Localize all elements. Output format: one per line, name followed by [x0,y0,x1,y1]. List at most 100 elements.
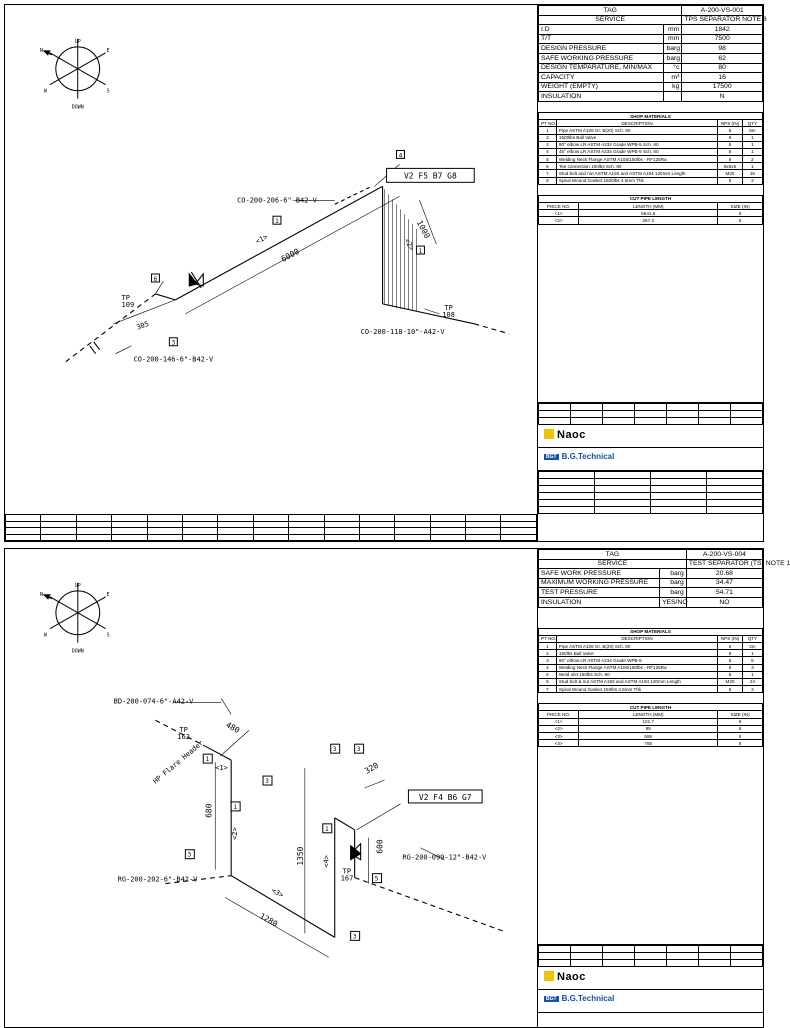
svg-text:3: 3 [333,746,337,753]
line-number-left: CO-200-146-6"-B42-V [134,356,214,364]
dim-main: 6000 [280,247,301,264]
isometric-svg-1: UP DOWN N E S W [40,38,510,364]
valve-tag-box [407,789,483,804]
pt-box-3-label: 3 [172,340,176,347]
line-number-left: RG-200-202-6"-B42-V [118,876,198,884]
pt-box-1a-label: 1 [275,218,279,225]
pt-box-5 [372,873,383,884]
svg-text:3: 3 [188,852,192,859]
pt-box-1 [202,753,213,764]
service-label: SERVICE [538,558,687,570]
cut-pipe-length-table-2: CUT PIPE LENGTH PIECE NO. LENGTH (MM) SI… [537,703,763,748]
dim-riser: 1000 [415,219,432,240]
pt-box-1 [230,801,241,812]
col-header: LENGTH (MM) [578,201,719,211]
line-number-top: BD-200-074-6"-A42-V [114,697,194,705]
test-point-left-no: 109 [122,301,135,309]
svg-text:3: 3 [357,746,361,753]
compass-e: E [107,48,110,54]
bg-logo-icon: BGT [544,996,559,1002]
leader-lines-2 [173,698,445,860]
naoc-logo: Naoc [544,429,586,441]
isometric-drawing-2: UP DOWN N E S W [5,549,537,1027]
valve-tag: V2 F4 B6 G7 [419,793,472,802]
col-header: PT NO. [538,119,557,128]
data-panel-1: TAG A-200-VS-001 SERVICE TPS SEPARATOR N… [537,5,767,541]
cut-pipe-title: CUT PIPE LENGTH [538,703,763,712]
shop-materials-title: SHOP MATERIALS [538,111,763,121]
pipe-run-2 [155,719,505,958]
compass-n: N [40,48,43,54]
col-header: SIZE (IN) [717,710,763,719]
tag-value: A-200-VS-004 [685,549,764,560]
pt-box-3 [330,743,341,754]
naoc-logo-icon [544,429,554,439]
test-point-right-no: 167 [341,875,354,883]
header-label: HP Flare Header [152,739,205,786]
naoc-logo-icon [544,971,554,981]
equipment-data-table-1: TAG A-200-VS-001 SERVICE TPS SEPARATOR N… [537,5,767,102]
compass-n: N [40,592,43,598]
col-header: PIECE NO. [537,201,580,211]
line-number-top: CO-200-206-6"-B42-V [237,196,317,204]
compass-w: W [44,89,47,95]
test-point-top-no: 162 [177,733,190,741]
test-point-right: TP [444,304,452,312]
line-number-right: RG-200-099-12"-B42-V [402,854,486,862]
compass-down: DOWN [72,105,84,111]
pipe-run-1 [65,185,510,363]
dim-320: 320 [363,761,380,776]
test-point-right: TP [343,868,351,876]
compass-e: E [107,592,110,598]
compass-w: W [44,633,47,639]
col-header: QTY [741,119,764,128]
pt-box-3 [354,743,365,754]
piece-1-label: <1> [254,233,269,246]
north-compass [42,38,106,99]
tag-label: TAG [538,549,687,560]
dim-480: 480 [224,720,241,735]
pt-box-1 [322,823,333,834]
tag-value: A-200-VS-001 [681,5,763,16]
valve-tag: V2 F5 B7 G8 [404,171,457,180]
svg-text:1: 1 [205,756,209,763]
piece-1-label: <1> [215,764,228,772]
svg-text:1: 1 [233,804,237,811]
piece-2-label: <2> [231,827,239,840]
col-header: PT NO. [538,634,557,643]
col-header: LENGTH (MM) [578,710,719,719]
test-point-top: TP [179,726,187,734]
line-number-right: CO-200-118-10"-A42-V [361,328,445,336]
naoc-logo-row: Naoc [538,425,763,448]
isometric-svg-2: UP DOWN N E S W [40,583,505,958]
valve-tag-box [386,167,475,183]
pt-box-6 [150,273,160,283]
col-header: DESCRIPTION [555,634,719,643]
cut-pipe-title: CUT PIPE LENGTH [538,194,763,204]
compass-s: S [107,633,110,639]
test-point-left: TP [122,294,130,302]
cut-pipe-length-table-1: CUT PIPE LENGTH PIECE NO. LENGTH (MM) SI… [537,194,763,225]
bg-logo-icon: BGT [544,454,559,460]
